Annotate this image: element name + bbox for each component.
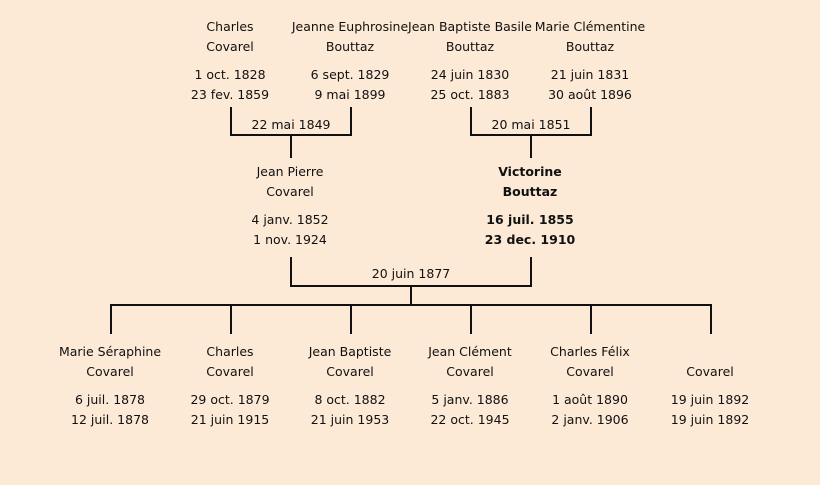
last-name: Covarel <box>686 364 734 379</box>
last-name: Bouttaz <box>325 39 375 54</box>
death-date: 30 août 1896 <box>548 87 632 102</box>
last-name: Bouttaz <box>565 39 615 54</box>
first-name: Jean Clément <box>428 344 512 359</box>
spacer <box>515 57 665 65</box>
birth-date: 6 sept. 1829 <box>310 67 390 82</box>
death-date: 1 nov. 1924 <box>253 232 327 247</box>
first-name <box>635 342 785 362</box>
connector-line <box>230 107 232 136</box>
death-date: 23 fev. 1859 <box>190 87 270 102</box>
first-name: Jean Baptiste <box>308 344 392 359</box>
connector-line <box>110 304 112 334</box>
death-date: 23 dec. 1910 <box>484 232 576 247</box>
connector-line <box>410 285 412 306</box>
first-name: Charles Félix <box>550 344 630 359</box>
person-children-5[interactable]: Covarel 19 juin 1892 19 juin 1892 <box>635 342 785 430</box>
last-name: Covarel <box>446 364 494 379</box>
death-date: 2 janv. 1906 <box>551 412 629 427</box>
death-date: 19 juin 1892 <box>670 412 750 427</box>
connector-line <box>290 257 292 287</box>
marriage-date: 20 juin 1877 <box>371 266 451 281</box>
death-date: 21 juin 1915 <box>190 412 270 427</box>
last-name: Covarel <box>326 364 374 379</box>
first-name: Charles <box>206 19 254 34</box>
connector-line <box>530 257 532 287</box>
last-name: Covarel <box>566 364 614 379</box>
connector-line <box>710 304 712 334</box>
last-name: Covarel <box>266 184 314 199</box>
birth-date: 8 oct. 1882 <box>314 392 386 407</box>
connector-line <box>590 107 592 136</box>
last-name: Bouttaz <box>445 39 495 54</box>
birth-date: 5 janv. 1886 <box>431 392 509 407</box>
death-date: 21 juin 1953 <box>310 412 390 427</box>
first-name: Charles <box>206 344 254 359</box>
last-name: Covarel <box>206 364 254 379</box>
first-name: Jeanne Euphrosine <box>291 19 409 34</box>
spacer <box>635 382 785 390</box>
first-name: Marie Séraphine <box>58 344 162 359</box>
connector-line <box>290 134 292 158</box>
connector-line <box>350 107 352 136</box>
marriage-date: 22 mai 1849 <box>251 117 331 132</box>
birth-date: 6 juil. 1878 <box>74 392 146 407</box>
birth-date: 4 janv. 1852 <box>251 212 329 227</box>
marriage-date: 20 mai 1851 <box>491 117 571 132</box>
first-name: Jean Baptiste Basile <box>408 19 532 34</box>
birth-date: 1 oct. 1828 <box>194 67 266 82</box>
last-name: Covarel <box>86 364 134 379</box>
last-name: Bouttaz <box>502 184 558 199</box>
birth-date: 19 juin 1892 <box>670 392 750 407</box>
death-date: 25 oct. 1883 <box>430 87 510 102</box>
birth-date: 1 août 1890 <box>552 392 628 407</box>
first-name: Jean Pierre <box>256 164 324 179</box>
connector-line <box>110 304 712 306</box>
connector-line <box>470 107 472 136</box>
spacer <box>455 202 605 210</box>
birth-date: 24 juin 1830 <box>430 67 510 82</box>
first-name: Victorine <box>498 164 562 179</box>
first-name: Marie Clémentine <box>534 19 646 34</box>
connector-line <box>590 304 592 334</box>
connector-line <box>230 304 232 334</box>
death-date: 12 juil. 1878 <box>71 412 149 427</box>
connector-line <box>530 134 532 158</box>
connector-line <box>350 304 352 334</box>
spacer <box>215 202 365 210</box>
birth-date: 21 juin 1831 <box>550 67 630 82</box>
death-date: 22 oct. 1945 <box>430 412 510 427</box>
birth-date: 29 oct. 1879 <box>190 392 270 407</box>
connector-line <box>470 304 472 334</box>
last-name: Covarel <box>206 39 254 54</box>
birth-date: 16 juil. 1855 <box>486 212 574 227</box>
death-date: 9 mai 1899 <box>314 87 386 102</box>
